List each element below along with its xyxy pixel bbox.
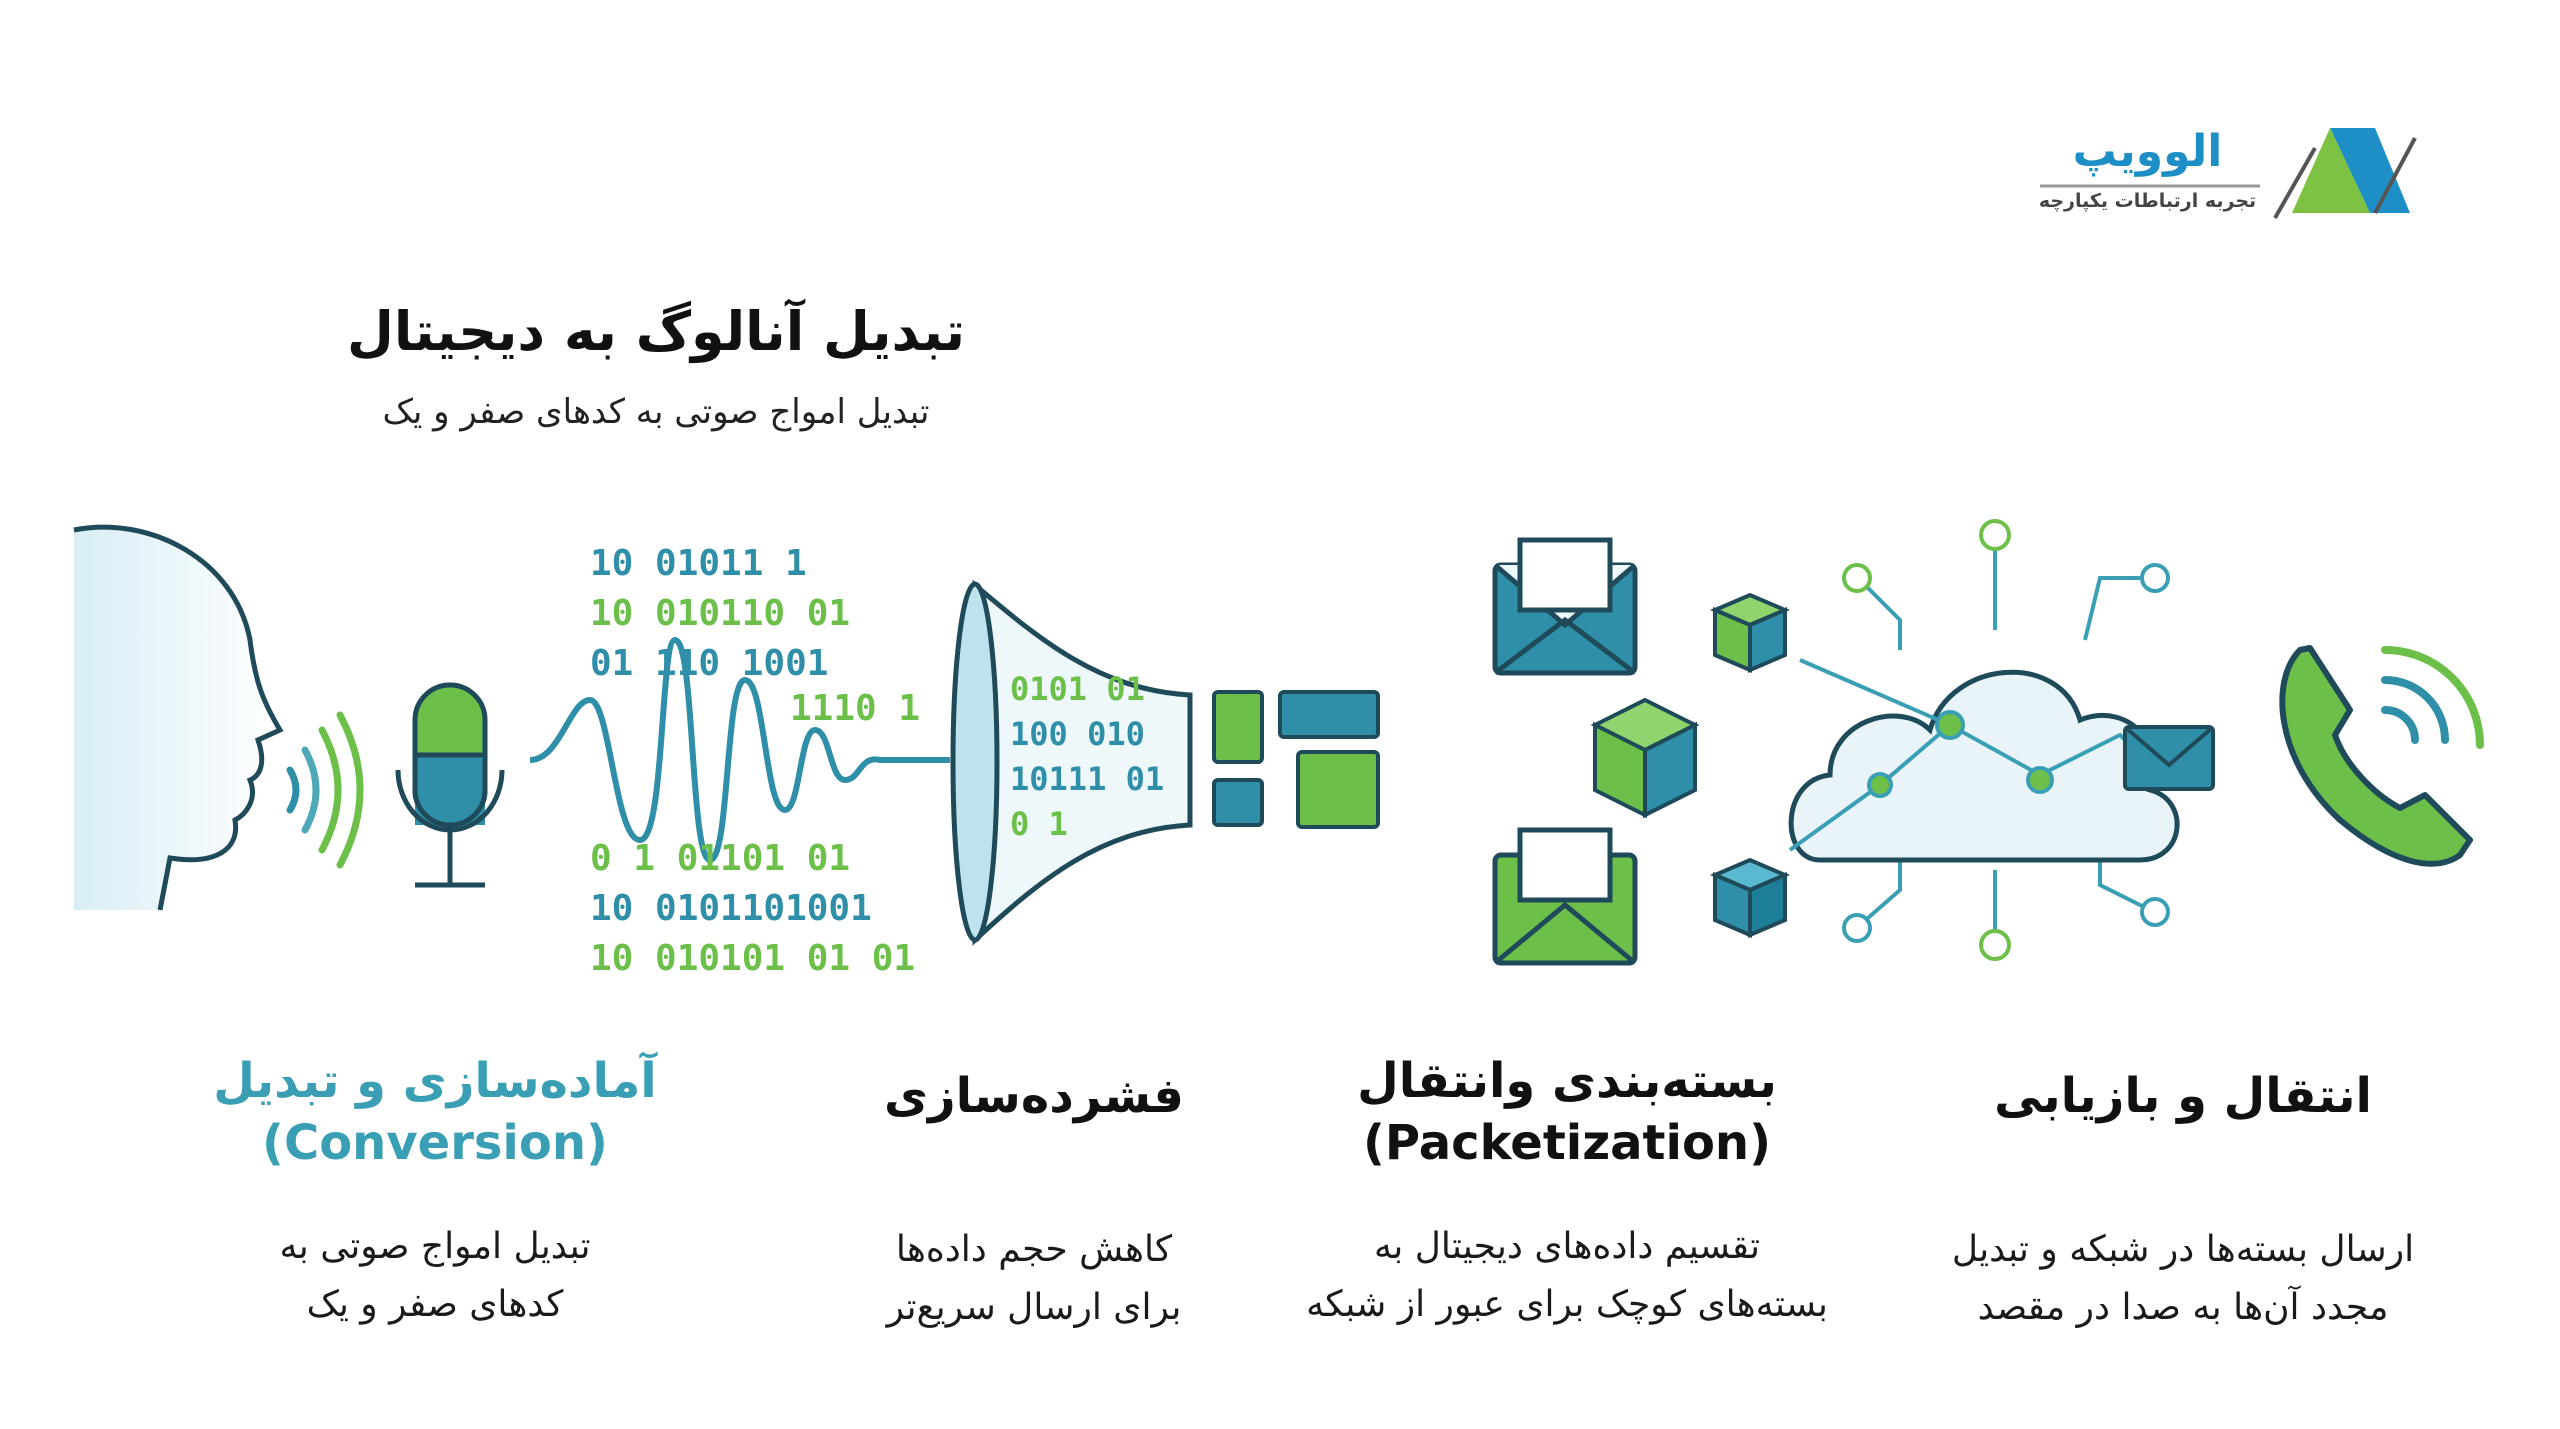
face-icon: [73, 524, 284, 911]
step-desc-line2: بسته‌های کوچک برای عبور از شبکه: [1306, 1284, 1828, 1325]
cube-icon: [1709, 857, 1791, 939]
process-illustration: 10 01011 1 10 010110 01 01 110 1001 1110…: [73, 519, 2484, 979]
step-title: آماده‌سازی و تبدیل: [213, 1053, 657, 1109]
step-desc-line1: تقسیم داده‌های دیجیتال به: [1373, 1226, 1760, 1267]
step-packetization: بسته‌بندی وانتقال (Packetization) تقسیم …: [1257, 1050, 1877, 1334]
logo-brand: الوویپ: [2072, 126, 2223, 177]
page-title: تبدیل آنالوگ به دیجیتال: [346, 300, 966, 363]
step-compression: فشرده‌سازی کاهش حجم داده‌ها برای ارسال س…: [724, 1065, 1344, 1337]
binary-digits: 10 01011 1 10 010110 01 01 110 1001 1110…: [590, 543, 920, 979]
step-title: فشرده‌سازی: [884, 1068, 1184, 1124]
binary-row: 01 110 1001: [590, 643, 828, 684]
binary-row: 10 01011 1: [590, 543, 807, 584]
logo-tagline: تجربه ارتباطات یکپارچه: [2038, 190, 2257, 212]
step-conversion: آماده‌سازی و تبدیل (Conversion) تبدیل ام…: [125, 1050, 745, 1334]
cube-icon: [1709, 592, 1791, 674]
step-desc-line2: برای ارسال سریع‌تر: [886, 1287, 1182, 1328]
step-title: انتقال و بازیابی: [1994, 1068, 2372, 1124]
binary-row: 10 0101101001: [590, 888, 872, 929]
envelope-icon: [1492, 537, 1638, 676]
page-subtitle: تبدیل امواج صوتی به کدهای صفر و یک: [382, 392, 930, 432]
phone-icon: [2279, 645, 2484, 867]
funnel-binary-row: 0101 01: [1010, 670, 1145, 708]
step-title-en: (Conversion): [262, 1115, 608, 1171]
step-title-en: (Packetization): [1362, 1115, 1772, 1171]
step-title: بسته‌بندی وانتقال: [1357, 1053, 1777, 1109]
binary-row: 0 1 01101 01: [590, 838, 850, 879]
cloud-network-icon: [1788, 519, 2215, 961]
funnel-binary-row: 0 1: [1010, 805, 1068, 843]
binary-row: 1110 1: [790, 688, 920, 729]
data-blocks-icon: [1212, 690, 1380, 829]
sound-waves-icon: [286, 711, 364, 869]
logo-mark-icon: [2040, 128, 2417, 219]
step-transmission: انتقال و بازیابی ارسال بسته‌ها در شبکه و…: [1873, 1065, 2493, 1337]
step-desc-line1: کاهش حجم داده‌ها: [895, 1229, 1173, 1270]
waveform-icon: [529, 636, 950, 864]
step-desc-line2: کدهای صفر و یک: [306, 1284, 564, 1325]
funnel-binary-row: 10111 01: [1010, 760, 1164, 798]
alvoip-logo: الوویپ تجربه ارتباطات یکپارچه: [2030, 118, 2420, 228]
step-desc-line1: ارسال بسته‌ها در شبکه و تبدیل: [1951, 1229, 2415, 1270]
microphone-icon: [395, 682, 505, 888]
envelope-icon: [1492, 827, 1638, 966]
binary-row: 10 010110 01: [590, 593, 850, 634]
funnel-binary-row: 100 010: [1010, 715, 1145, 753]
cube-icon: [1590, 697, 1700, 819]
binary-row: 10 010101 01 01: [590, 938, 915, 979]
funnel-icon: 0101 01 100 010 10111 01 0 1: [950, 579, 1193, 946]
step-desc-line1: تبدیل امواج صوتی به: [279, 1226, 591, 1267]
step-desc-line2: مجدد آن‌ها به صدا در مقصد: [1977, 1287, 2389, 1328]
